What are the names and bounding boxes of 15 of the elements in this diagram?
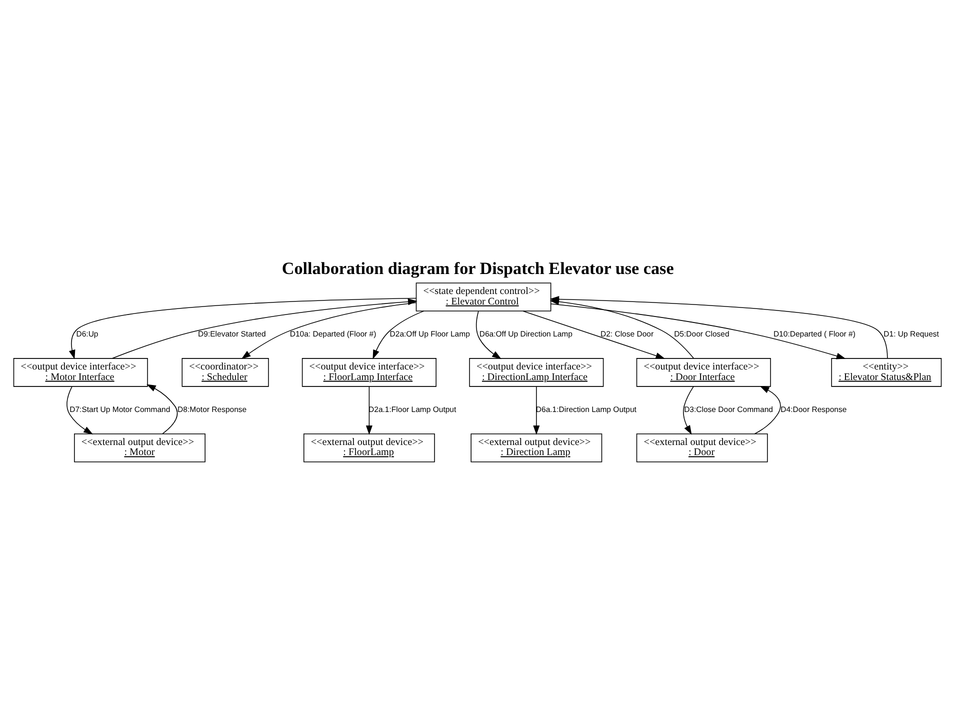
edge-label: D10a: Departed (Floor #) xyxy=(289,330,376,339)
edge-label: D2: Close Door xyxy=(600,330,654,339)
edge-label: D4:Door Response xyxy=(780,405,846,414)
edge-label: D2a.1:Floor Lamp Output xyxy=(368,405,456,414)
edge-label: D10:Departed ( Floor #) xyxy=(772,330,855,339)
edge-label: D2a:Off Up Floor Lamp xyxy=(389,330,470,339)
edge-label: D5:Door Closed xyxy=(674,330,729,339)
edge-label: D6a:Off Up Direction Lamp xyxy=(478,330,572,339)
diagram-title: Collaboration diagram for Dispatch Elevator use case xyxy=(281,259,674,278)
edge-label: D1: Up Request xyxy=(883,330,938,339)
edge-label: D9:Elevator Started xyxy=(198,330,266,339)
edge-label: D7:Start Up Motor Command xyxy=(69,405,170,414)
edge-label: D6:Up xyxy=(76,330,98,339)
edge-label: D8:Motor Response xyxy=(177,405,246,414)
edge-label: D3:Close Door Command xyxy=(684,405,772,414)
